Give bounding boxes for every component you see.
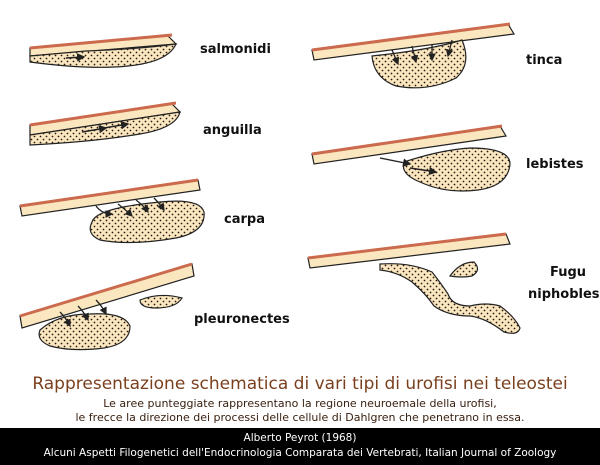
label-anguilla: anguilla [203, 123, 262, 138]
label-carpa: carpa [224, 212, 265, 227]
footer-author: Alberto Peyrot (1968) [243, 432, 357, 444]
figure-lebistes [311, 124, 511, 192]
figure-fugu-niphobles [307, 232, 521, 334]
urophysis-diagram [19, 22, 521, 351]
figure-tinca [311, 22, 515, 89]
footer-reference: Alcuni Aspetti Filogenetici dell'Endocri… [43, 447, 557, 459]
figure-carpa [19, 178, 205, 244]
label-fugu: Fugu [550, 265, 587, 280]
label-pleuronectes: pleuronectes [194, 312, 290, 327]
citation-footer: Alberto Peyrot (1968) Alcuni Aspetti Fil… [0, 428, 600, 465]
label-salmonidi: salmonidi [200, 42, 271, 57]
caption-line-2: le frecce la direzione dei processi dell… [75, 411, 525, 424]
figure-pleuronectes [19, 262, 195, 351]
figure-anguilla [29, 101, 182, 146]
label-niphobles: niphobles [528, 287, 600, 302]
figure-salmonidi [29, 33, 178, 68]
caption-line-1: Le aree punteggiate rappresentano la reg… [103, 397, 497, 410]
caption-title: Rappresentazione schematica di vari tipi… [32, 374, 568, 394]
label-tinca: tinca [526, 53, 563, 68]
label-lebistes: lebistes [526, 157, 584, 172]
